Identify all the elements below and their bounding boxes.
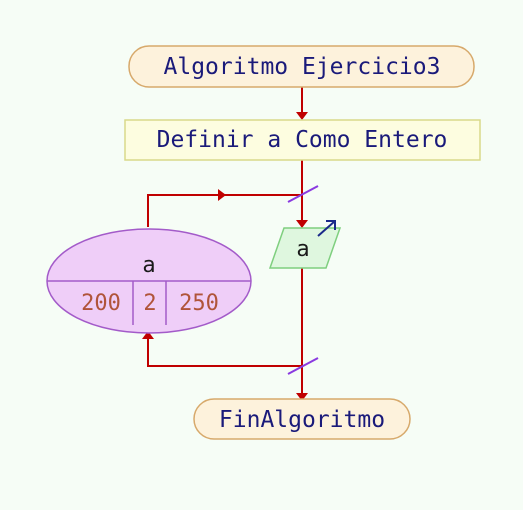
- read-input-box: a: [268, 220, 342, 269]
- define-label: Definir a Como Entero: [157, 127, 448, 153]
- read-label: a: [296, 237, 309, 262]
- loop-slash-top: [287, 185, 319, 203]
- end-terminal: FinAlgoritmo: [193, 398, 411, 440]
- arrowhead-loop-top: [218, 189, 226, 201]
- loop-ellipse: a 200 2 250: [46, 228, 252, 334]
- loop-bottom-line: [147, 337, 302, 367]
- loop-end-value: 250: [179, 291, 219, 316]
- loop-variable: a: [142, 253, 155, 278]
- input-arrow-icon: [317, 220, 336, 237]
- start-label: Algoritmo Ejercicio3: [164, 54, 441, 80]
- loop-markers: [287, 185, 319, 375]
- arrowhead-read: [296, 220, 308, 228]
- define-process-box: Definir a Como Entero: [124, 119, 481, 161]
- arrowhead-define: [296, 112, 308, 120]
- connector-lines: [147, 87, 303, 397]
- loop-start-value: 200: [81, 291, 121, 316]
- arrowhead-end: [296, 393, 308, 401]
- arrowhead-loop-return: [142, 331, 154, 339]
- arrow-heads: [142, 112, 308, 401]
- end-label: FinAlgoritmo: [219, 407, 385, 433]
- loop-step-value: 2: [143, 291, 156, 316]
- loop-top-line: [147, 194, 302, 227]
- loop-slash-bottom: [287, 357, 319, 375]
- start-terminal: Algoritmo Ejercicio3: [128, 45, 475, 88]
